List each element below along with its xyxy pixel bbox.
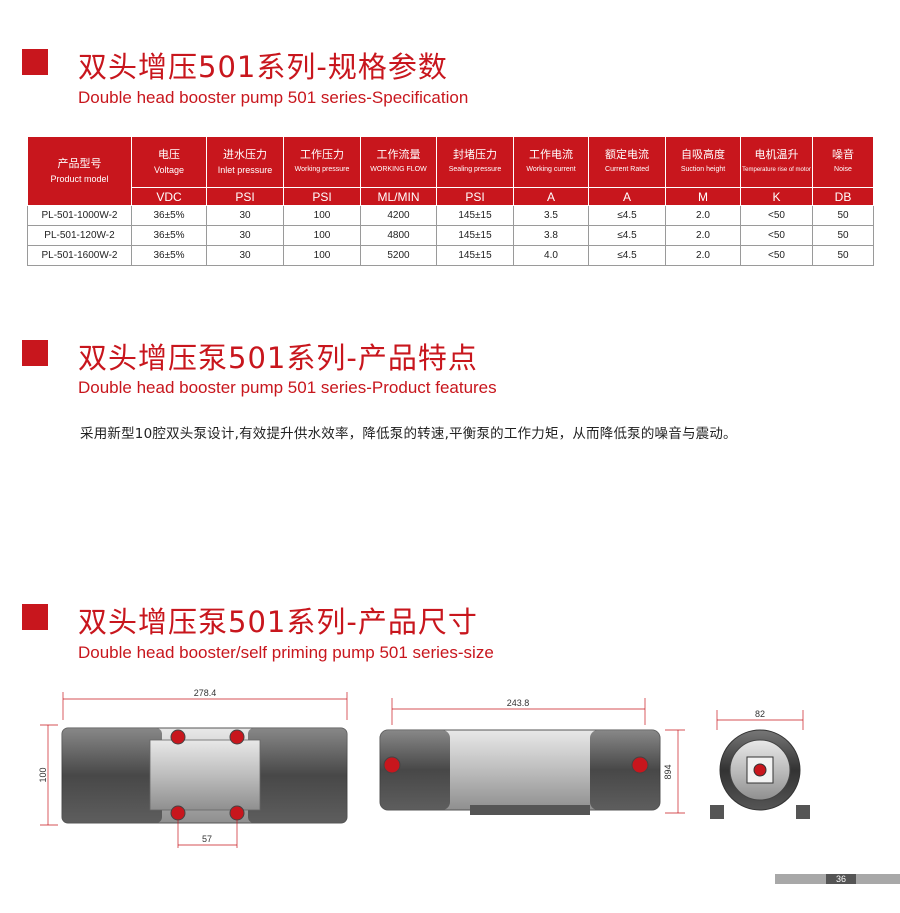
side-view-drawing: 243.8 894 [379,698,685,815]
section-title-spec-cn: 双头增压501系列-规格参数 [78,50,448,84]
front-view-drawing: 278.4 100 57 [38,688,348,848]
unit-cell: DB [812,187,874,206]
section-title-features-en: Double head booster pump 501 series-Prod… [78,378,497,397]
table-cell: 5200 [360,245,437,266]
table-cell: 36±5% [131,205,207,226]
table-cell: 100 [283,225,361,246]
dimension-drawings: 278.4 100 57 243.8 894 [38,688,810,848]
table-cell-model: PL-501-1600W-2 [27,245,132,266]
table-cell: 30 [206,225,284,246]
unit-cell: PSI [436,187,514,206]
unit-cell: A [588,187,666,206]
table-cell: 30 [206,205,284,226]
unit-cell: PSI [206,187,284,206]
section-marker-features [22,340,48,366]
table-cell-model: PL-501-120W-2 [27,225,132,246]
table-cell: 2.0 [665,205,741,226]
features-text: 采用新型10腔双头泵设计,有效提升供水效率，降低泵的转速,平衡泵的工作力矩，从而… [80,426,737,442]
table-cell: 4.0 [513,245,589,266]
section-marker-size [22,604,48,630]
section-title-spec-en: Double head booster pump 501 series-Spec… [78,88,469,107]
table-cell: 100 [283,245,361,266]
footer-page-box [826,874,856,884]
table-cell: 3.5 [513,205,589,226]
unit-cell: K [740,187,813,206]
header-product-model: 产品型号 Product model [27,136,132,206]
dimension-side-height: 894 [663,764,673,779]
unit-cell: M [665,187,741,206]
dimension-front-spacing: 57 [202,834,212,844]
table-cell: 36±5% [131,225,207,246]
table-cell: 50 [812,225,874,246]
table-cell: ≤4.5 [588,225,666,246]
section-title-size-en: Double head booster/self priming pump 50… [78,643,494,662]
dimension-front-height: 100 [38,767,48,782]
unit-cell: VDC [131,187,207,206]
section-title-size-cn: 双头增压泵501系列-产品尺寸 [78,605,478,639]
table-cell: 145±15 [436,205,514,226]
spec-unit-row: VDC PSI PSI ML/MIN PSI A A M K DB [28,187,874,206]
table-cell: 4200 [360,205,437,226]
unit-cell: PSI [283,187,361,206]
unit-cell: A [513,187,589,206]
table-cell: 50 [812,205,874,226]
dimension-end-width: 82 [755,709,765,719]
table-cell: <50 [740,225,813,246]
section-title-features-cn: 双头增压泵501系列-产品特点 [78,341,478,375]
table-cell: ≤4.5 [588,245,666,266]
table-cell: <50 [740,245,813,266]
dimension-front-width: 278.4 [194,688,217,698]
table-cell: 145±15 [436,225,514,246]
end-view-drawing: 82 [710,709,810,819]
page-number: 36 [835,874,846,884]
table-cell: ≤4.5 [588,205,666,226]
table-cell: 100 [283,205,361,226]
table-cell: 2.0 [665,245,741,266]
table-cell: 3.8 [513,225,589,246]
table-cell: 4800 [360,225,437,246]
unit-cell: ML/MIN [360,187,437,206]
table-cell: 2.0 [665,225,741,246]
table-cell: 145±15 [436,245,514,266]
table-cell: 50 [812,245,874,266]
section-marker-spec [22,49,48,75]
table-cell: <50 [740,205,813,226]
dimension-side-width: 243.8 [507,698,530,708]
table-cell: 30 [206,245,284,266]
table-cell: 36±5% [131,245,207,266]
table-cell-model: PL-501-1000W-2 [27,205,132,226]
